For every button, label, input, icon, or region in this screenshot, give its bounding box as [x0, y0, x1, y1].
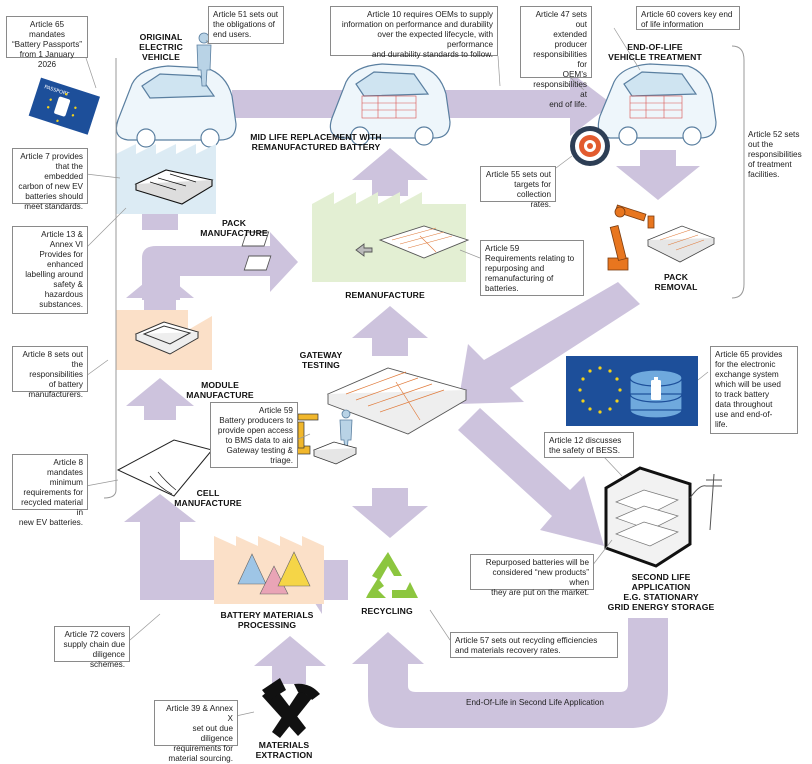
arrow-gateway-to-recycling: [352, 488, 428, 538]
passport-icon: PASSPORT: [28, 77, 100, 135]
robot-arm-icon: [295, 413, 319, 455]
battery-pack-icon: [241, 225, 470, 271]
electric-car-icon: [329, 63, 451, 146]
leader-lines: [85, 27, 745, 717]
arrow-gateway-to-secondlife: [458, 408, 604, 546]
arrow-extraction-to-materials: [254, 636, 326, 684]
arrow-cell-to-module: [126, 378, 194, 420]
arrow-module-to-pack: [126, 270, 194, 312]
label-materials-extraction: MATERIALS EXTRACTION: [255, 740, 313, 760]
note-art10: Article 10 requires OEMs to supply infor…: [330, 6, 498, 59]
arrow-gateway-to-reman: [352, 306, 428, 356]
electric-car-icon: [115, 65, 237, 148]
arrow-reman-to-midlife: [352, 148, 428, 196]
label-pack-manufacture: PACK MANUFACTURE: [200, 218, 268, 238]
arrow-materials-to-cell: [124, 494, 214, 600]
note-art13: Article 13 & Annex VI Provides for enhan…: [12, 226, 88, 314]
arrow-removal-to-gateway: [458, 282, 640, 404]
battery-storage-building-icon: [604, 466, 692, 568]
label-cell-manufacture: CELL MANUFACTURE: [174, 488, 242, 508]
label-eol-second-life: End-Of-Life in Second Life Application: [466, 698, 604, 707]
label-remanufacture: REMANUFACTURE: [345, 290, 425, 300]
arrow-eol-to-removal: [616, 150, 700, 200]
note-art59-reman: Article 59 Requirements relating to repu…: [480, 240, 584, 296]
factory-icon: [214, 536, 324, 604]
battery-pack-icon: [134, 321, 200, 355]
target-icon: [570, 126, 610, 166]
hammer-pick-icon: [262, 678, 320, 738]
note-art51: Article 51 sets out the obligations of e…: [208, 6, 284, 44]
label-eol-treatment: END-OF-LIFE VEHICLE TREATMENT: [608, 42, 702, 62]
note-art8-resp: Article 8 sets out the responsibilities …: [12, 346, 88, 399]
note-art60: Article 60 covers key end of life inform…: [636, 6, 740, 30]
label-mid-life: MID LIFE REPLACEMENT WITH REMANUFACTURED…: [250, 132, 382, 152]
label-gateway-testing: GATEWAY TESTING: [299, 350, 343, 370]
label-module-manufacture: MODULE MANUFACTURE: [186, 380, 254, 400]
eu-database-icon: [566, 356, 698, 426]
note-art65-passport: Article 65 mandates “Battery Passports” …: [6, 16, 88, 69]
flow-arrows: [122, 72, 700, 728]
power-pylon-icon: [689, 473, 722, 531]
note-art59-bms: Article 59 Battery producers to provide …: [210, 402, 298, 468]
label-pack-removal: PACK REMOVAL: [654, 272, 698, 292]
label-original-vehicle: ORIGINAL ELECTRIC VEHICLE: [139, 32, 183, 62]
electric-car-icon: [597, 63, 717, 146]
note-repurposed: Repurposed batteries will be considered …: [470, 554, 594, 597]
robot-arm-icon: [607, 204, 655, 271]
battery-pack-icon: [647, 225, 715, 263]
recycling-icon: [366, 552, 418, 598]
note-art12: Article 12 discusses the safety of BESS.: [544, 432, 634, 458]
note-art65-exchange: Article 65 provides for the electronic e…: [710, 346, 798, 434]
arrow-eol-second-life-loop: [352, 618, 668, 728]
triangles-icon: [237, 551, 311, 595]
note-art47: Article 47 sets out extended producer re…: [520, 6, 592, 109]
note-art7: Article 7 provides that the embedded car…: [12, 148, 88, 211]
note-art8-recycled: Article 8 mandates minimum requirements …: [12, 454, 88, 527]
label-recycling: RECYCLING: [361, 606, 413, 616]
battery-pack-icon: [134, 169, 214, 205]
battery-pack-icon: [312, 441, 358, 465]
note-art72: Article 72 covers supply chain due dilig…: [54, 626, 130, 669]
note-art39: Article 39 & Annex X set out due diligen…: [154, 700, 238, 763]
battery-pack-icon: [326, 367, 468, 435]
note-art55: Article 55 sets out targets for collecti…: [480, 166, 556, 209]
note-art57: Article 57 sets out recycling efficienci…: [450, 632, 618, 658]
label-second-life: SECOND LIFE APPLICATION E.G. STATIONARY …: [607, 572, 715, 612]
label-materials-processing: BATTERY MATERIALS PROCESSING: [220, 610, 314, 630]
note-art52: Article 52 sets out the responsibilities…: [748, 130, 802, 179]
arrow-pack-to-reman: [142, 232, 298, 300]
